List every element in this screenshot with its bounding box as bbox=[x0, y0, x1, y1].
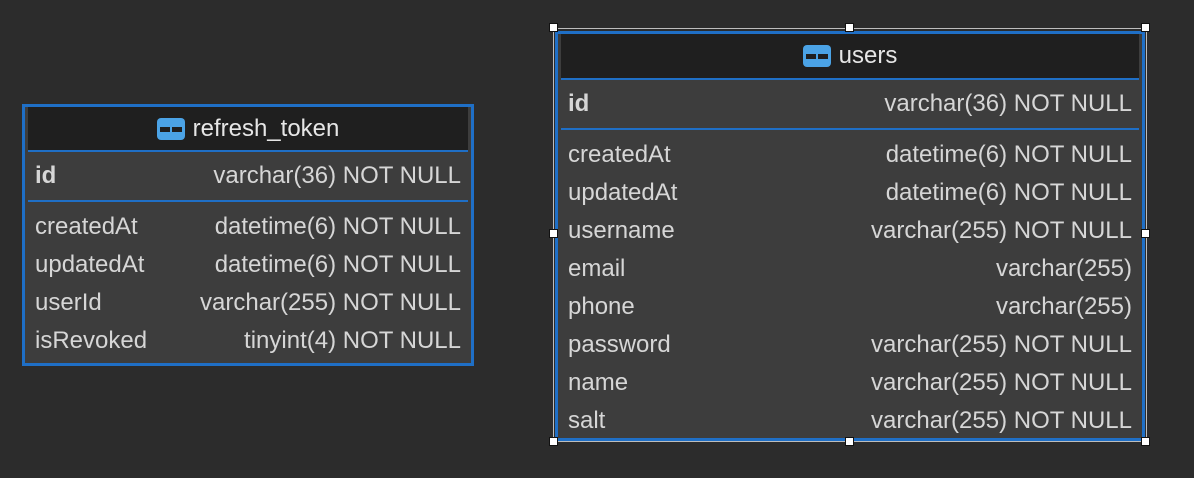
column-name: id bbox=[35, 162, 57, 189]
resize-handle-top-right[interactable] bbox=[1141, 23, 1150, 32]
resize-handle-left[interactable] bbox=[549, 229, 558, 238]
column-name: createdAt bbox=[35, 213, 138, 240]
column-type: tinyint(4) NOT NULL bbox=[244, 327, 461, 354]
columns-section: createdAt datetime(6) NOT NULL updatedAt… bbox=[28, 202, 468, 360]
column-name: username bbox=[568, 217, 675, 244]
column-name: salt bbox=[568, 407, 606, 434]
column-type: varchar(255) NOT NULL bbox=[871, 217, 1132, 244]
column-name: password bbox=[568, 331, 671, 358]
resize-handle-bottom-left[interactable] bbox=[549, 437, 558, 446]
column-row[interactable]: updatedAt datetime(6) NOT NULL bbox=[561, 174, 1139, 212]
entity-users[interactable]: users id varchar(36) NOT NULL createdAt … bbox=[555, 31, 1145, 441]
column-type: datetime(6) NOT NULL bbox=[885, 141, 1132, 168]
column-type: datetime(6) NOT NULL bbox=[214, 251, 461, 278]
column-row[interactable]: password varchar(255) NOT NULL bbox=[561, 326, 1139, 364]
table-icon bbox=[156, 117, 185, 140]
column-row[interactable]: id varchar(36) NOT NULL bbox=[561, 82, 1139, 126]
column-row[interactable]: isRevoked tinyint(4) NOT NULL bbox=[28, 322, 468, 360]
column-row[interactable]: phone varchar(255) bbox=[561, 288, 1139, 326]
column-name: updatedAt bbox=[35, 251, 145, 278]
column-name: isRevoked bbox=[35, 327, 148, 354]
column-type: datetime(6) NOT NULL bbox=[885, 179, 1132, 206]
column-row[interactable]: salt varchar(255) NOT NULL bbox=[561, 402, 1139, 440]
entity-header[interactable]: refresh_token bbox=[28, 107, 468, 152]
column-name: createdAt bbox=[568, 141, 671, 168]
column-name: userId bbox=[35, 289, 102, 316]
column-type: varchar(36) NOT NULL bbox=[884, 90, 1132, 117]
column-row[interactable]: email varchar(255) bbox=[561, 250, 1139, 288]
column-name: updatedAt bbox=[568, 179, 678, 206]
entity-refresh-token[interactable]: refresh_token id varchar(36) NOT NULL cr… bbox=[22, 104, 474, 366]
resize-handle-bottom-right[interactable] bbox=[1141, 437, 1150, 446]
column-type: varchar(255) NOT NULL bbox=[871, 331, 1132, 358]
column-row[interactable]: username varchar(255) NOT NULL bbox=[561, 212, 1139, 250]
column-row[interactable]: userId varchar(255) NOT NULL bbox=[28, 284, 468, 322]
column-type: datetime(6) NOT NULL bbox=[214, 213, 461, 240]
entity-header[interactable]: users bbox=[561, 34, 1139, 80]
column-row[interactable]: id varchar(36) NOT NULL bbox=[28, 154, 468, 198]
resize-handle-top-left[interactable] bbox=[549, 23, 558, 32]
primary-key-section: id varchar(36) NOT NULL bbox=[28, 152, 468, 202]
column-type: varchar(36) NOT NULL bbox=[213, 162, 461, 189]
resize-handle-right[interactable] bbox=[1141, 229, 1150, 238]
column-type: varchar(255) NOT NULL bbox=[200, 289, 461, 316]
column-name: name bbox=[568, 369, 629, 396]
column-type: varchar(255) NOT NULL bbox=[871, 407, 1132, 434]
column-name: email bbox=[568, 255, 626, 282]
column-row[interactable]: name varchar(255) NOT NULL bbox=[561, 364, 1139, 402]
column-row[interactable]: createdAt datetime(6) NOT NULL bbox=[561, 136, 1139, 174]
column-row[interactable]: updatedAt datetime(6) NOT NULL bbox=[28, 246, 468, 284]
primary-key-section: id varchar(36) NOT NULL bbox=[561, 80, 1139, 130]
column-name: id bbox=[568, 90, 590, 117]
column-type: varchar(255) NOT NULL bbox=[871, 369, 1132, 396]
resize-handle-top[interactable] bbox=[845, 23, 854, 32]
table-icon bbox=[802, 45, 831, 67]
column-name: phone bbox=[568, 293, 635, 320]
columns-section: createdAt datetime(6) NOT NULL updatedAt… bbox=[561, 130, 1139, 440]
column-type: varchar(255) bbox=[995, 255, 1132, 282]
column-type: varchar(255) bbox=[995, 293, 1132, 320]
entity-title: refresh_token bbox=[192, 114, 340, 142]
resize-handle-bottom[interactable] bbox=[845, 437, 854, 446]
column-row[interactable]: createdAt datetime(6) NOT NULL bbox=[28, 208, 468, 246]
entity-title: users bbox=[838, 42, 898, 69]
